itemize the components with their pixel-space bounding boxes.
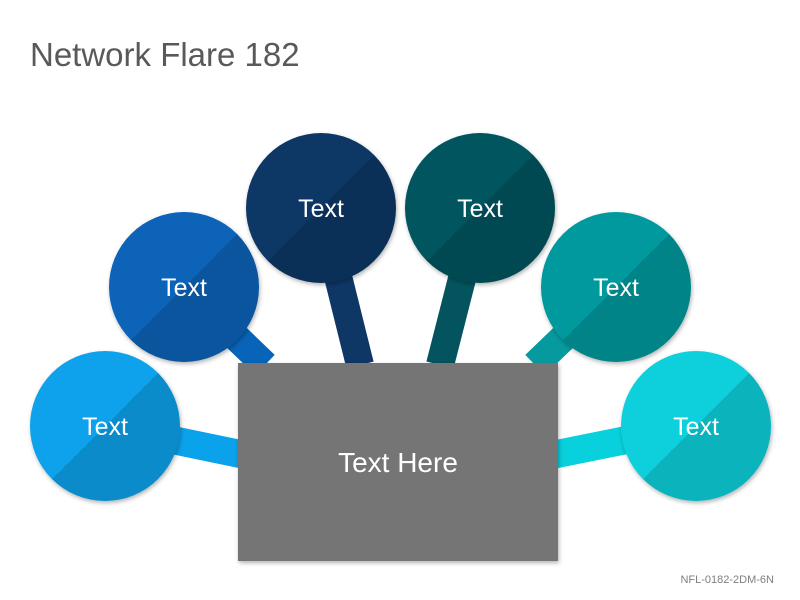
node-shade-2 <box>109 212 259 362</box>
node-label-4: Text <box>457 195 503 223</box>
center-box-shape <box>238 363 558 561</box>
center-box-label: Text Here <box>338 447 458 478</box>
node-label-2: Text <box>161 274 207 302</box>
node-label-1: Text <box>82 413 128 441</box>
node-2[interactable]: Text <box>109 212 259 362</box>
node-3[interactable]: Text <box>246 133 396 283</box>
node-label-6: Text <box>673 413 719 441</box>
footer-code: NFL-0182-2DM-6N <box>680 574 774 586</box>
node-shade-3 <box>246 133 396 283</box>
node-label-5: Text <box>593 274 639 302</box>
slide-title: Network Flare 182 <box>30 36 300 73</box>
node-shade-4 <box>405 133 555 283</box>
node-5[interactable]: Text <box>541 212 691 362</box>
node-shade-6 <box>621 351 771 501</box>
node-shade-1 <box>30 351 180 501</box>
node-label-3: Text <box>298 195 344 223</box>
node-1[interactable]: Text <box>30 351 180 501</box>
center-box[interactable]: Text Here <box>238 363 558 561</box>
node-shade-5 <box>541 212 691 362</box>
node-4[interactable]: Text <box>405 133 555 283</box>
node-6[interactable]: Text <box>621 351 771 501</box>
